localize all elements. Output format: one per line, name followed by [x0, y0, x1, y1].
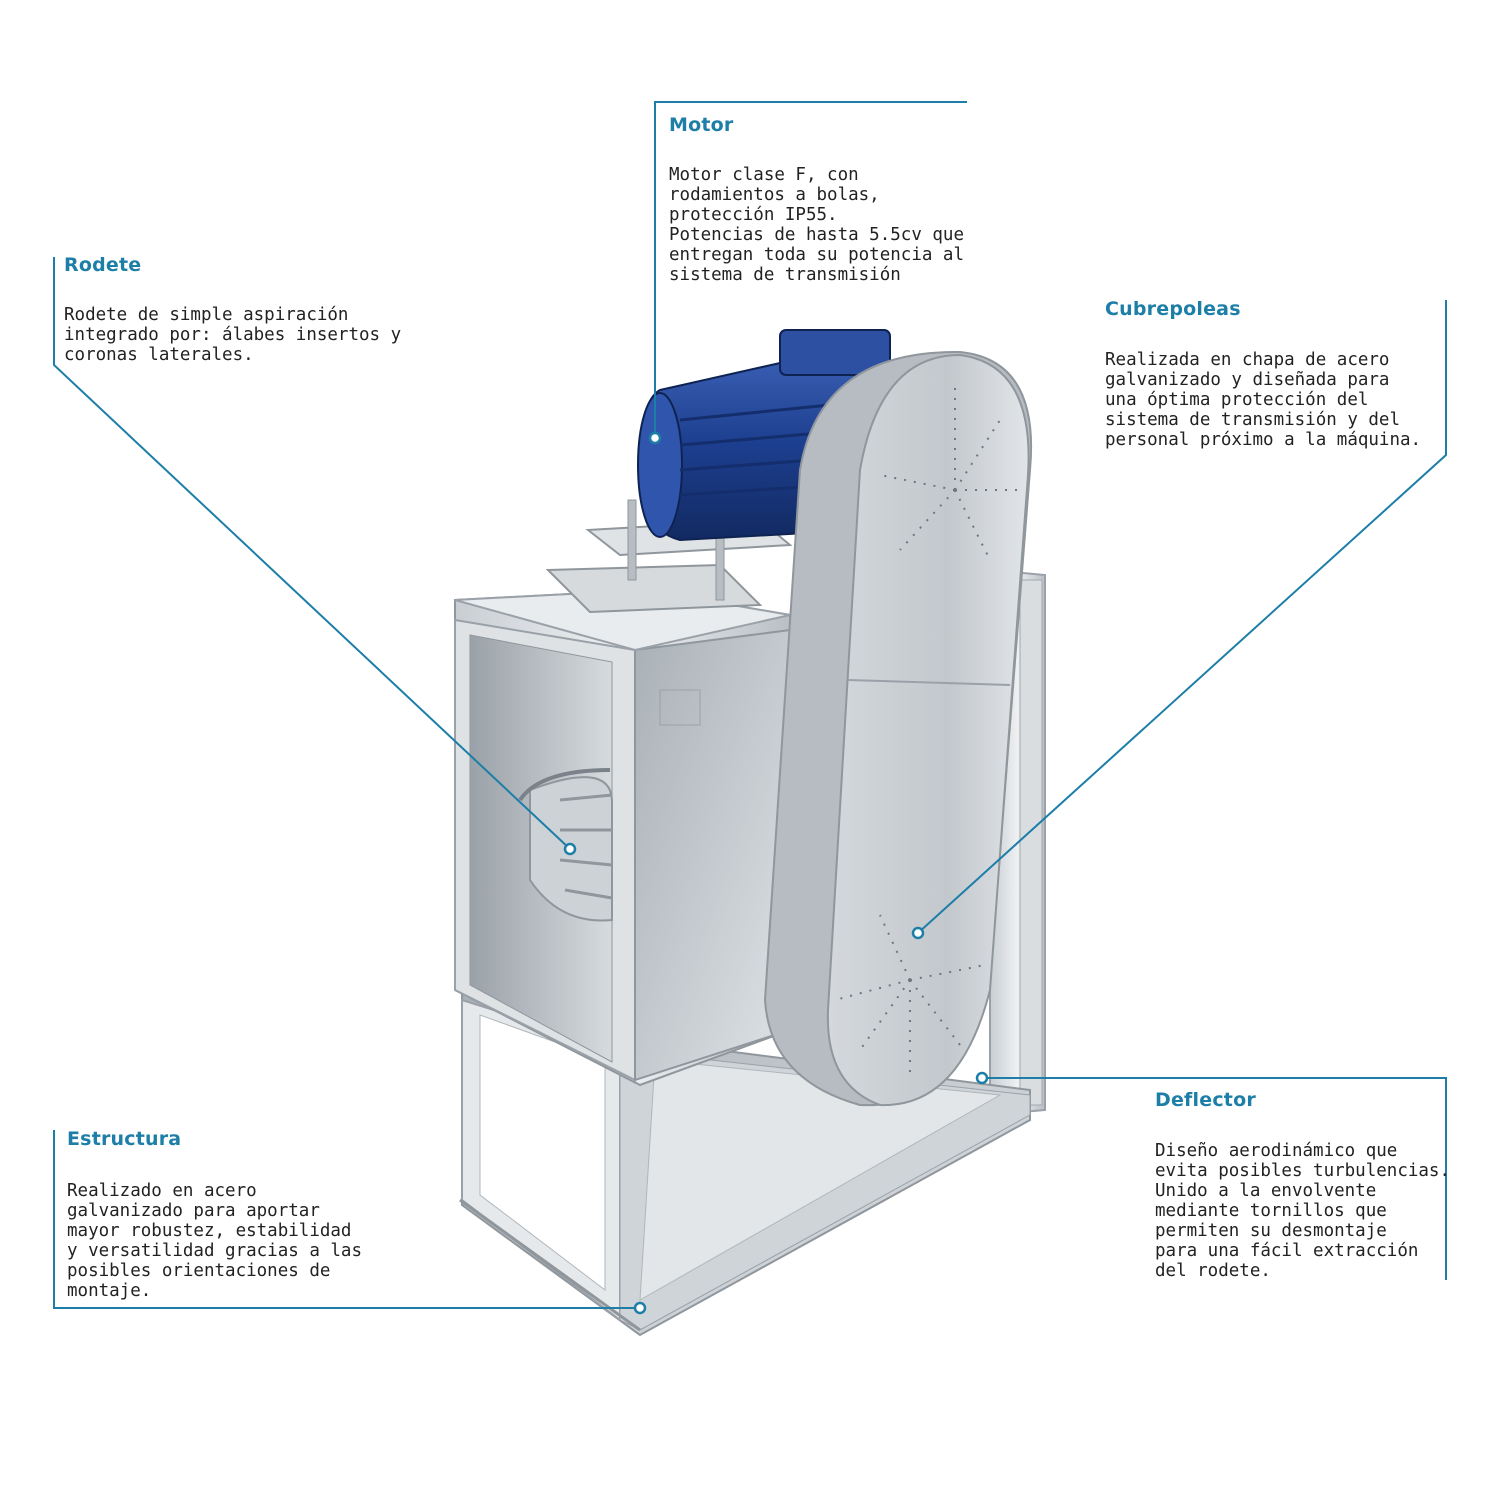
- callout-rodete-text: Rodete de simple aspiración integrado po…: [64, 305, 402, 365]
- fan-housing: [454, 588, 791, 1087]
- fan-illustration: [454, 329, 1046, 1337]
- dot-cubrepoleas: [911, 926, 925, 940]
- callout-estructura-text: Realizado en acero galvanizado para apor…: [67, 1181, 363, 1301]
- callout-deflector: Deflector Diseño aerodinámico que evita …: [1155, 1089, 1475, 1281]
- callout-motor: Motor Motor clase F, con rodamientos a b…: [669, 114, 989, 285]
- callout-deflector-title: Deflector: [1155, 1089, 1256, 1111]
- leader-rodete: [53, 257, 571, 850]
- callout-deflector-text: Diseño aerodinámico que evita posibles t…: [1155, 1141, 1451, 1281]
- callout-cubrepoleas-title: Cubrepoleas: [1105, 298, 1241, 320]
- dot-rodete: [563, 842, 577, 856]
- callout-motor-text: Motor clase F, con rodamientos a bolas, …: [669, 165, 965, 285]
- leader-estructura: [53, 1130, 640, 1309]
- callout-rodete: Rodete Rodete de simple aspiración integ…: [64, 254, 424, 365]
- dot-motor: [648, 431, 662, 445]
- leader-cubrepoleas: [917, 300, 1447, 934]
- dot-estructura: [633, 1301, 647, 1315]
- callout-estructura-title: Estructura: [67, 1128, 182, 1150]
- callout-cubrepoleas-text: Realizada en chapa de acero galvanizado …: [1105, 350, 1422, 450]
- leader-deflector: [982, 1077, 1447, 1280]
- belt-guard: [763, 350, 1033, 1107]
- callout-motor-title: Motor: [669, 114, 734, 136]
- callout-rodete-title: Rodete: [64, 254, 142, 276]
- leader-motor: [654, 101, 967, 438]
- leader-lines: [53, 101, 1447, 1309]
- callout-estructura: Estructura Realizado en acero galvanizad…: [67, 1128, 387, 1301]
- dot-deflector: [975, 1071, 989, 1085]
- leader-dots: [563, 431, 989, 1315]
- callout-cubrepoleas: Cubrepoleas Realizada en chapa de acero …: [1105, 298, 1475, 450]
